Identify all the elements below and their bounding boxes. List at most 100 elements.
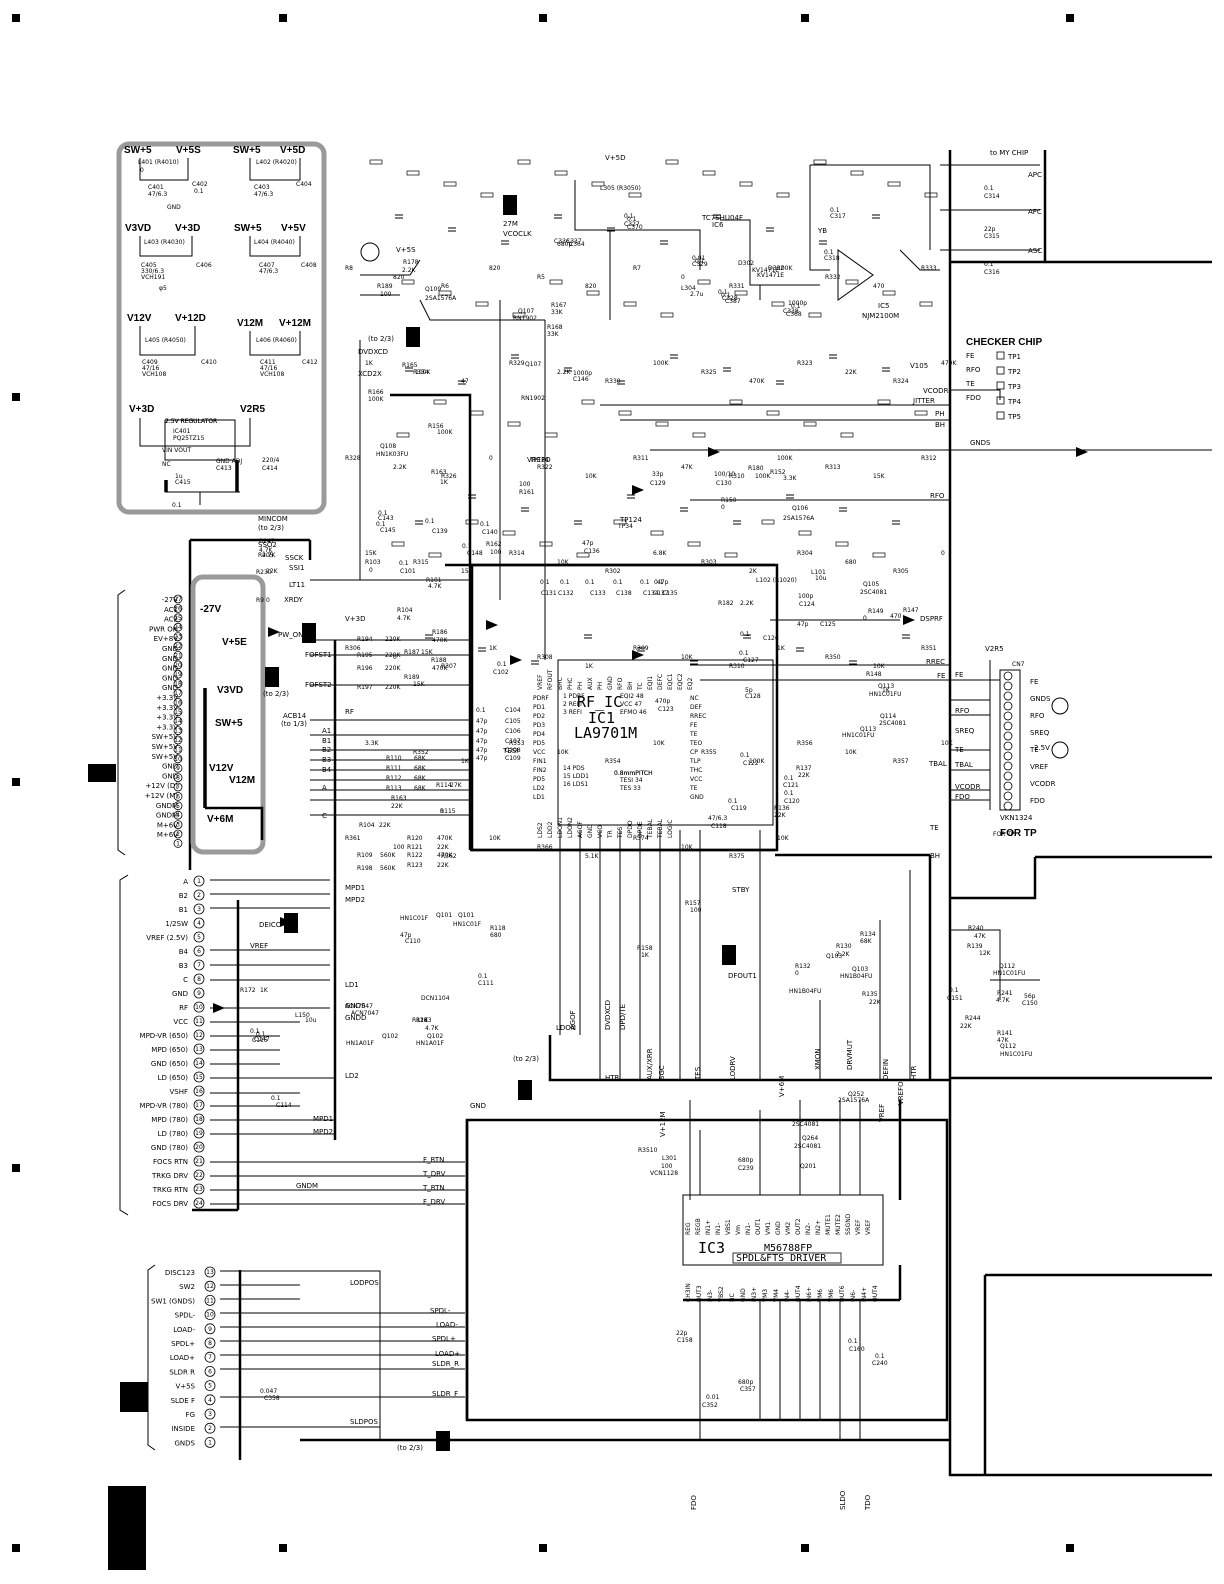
signal-wire xyxy=(720,219,820,286)
component-label: 680 xyxy=(845,559,857,566)
tp-connector-pin xyxy=(1003,761,1013,771)
component-label: R141 xyxy=(997,1030,1013,1037)
pickup-connector-pin xyxy=(193,973,205,985)
component-label: C357 xyxy=(740,1386,756,1393)
component-label: 22p xyxy=(676,1330,688,1337)
ic3-pin-top: IN1+ xyxy=(705,1220,712,1235)
component-label: 680p xyxy=(738,1379,753,1386)
pickup-connector-pin-label: B2 xyxy=(179,892,188,900)
power-connector-pin-number: 14 xyxy=(174,718,182,725)
resistor-glyph xyxy=(613,519,627,525)
regulator-part-label: C414 xyxy=(262,465,278,472)
component-label: R104 xyxy=(359,822,375,829)
resistor-glyph xyxy=(369,159,383,165)
component-label: R121 xyxy=(407,844,423,851)
component-label: L304 xyxy=(681,285,696,292)
resistor-glyph xyxy=(665,159,679,165)
motor-connector-pin xyxy=(204,1337,216,1349)
ic1-pin-right: TE xyxy=(689,731,698,738)
ic1-pin: EFMO 46 xyxy=(620,709,647,716)
registration-mark xyxy=(801,14,809,22)
component-label: R362 xyxy=(441,853,457,860)
component-label: Q103 xyxy=(826,953,842,960)
net-label: DVDXCD xyxy=(358,348,388,356)
power-connector-pin xyxy=(173,688,183,698)
component-label: C101 xyxy=(400,568,416,575)
component-label: 100 xyxy=(661,1163,673,1170)
component-label: 680p xyxy=(557,241,572,248)
component-label: 0 xyxy=(266,597,270,604)
component-label: 4.7K xyxy=(397,615,412,622)
power-connector-pin xyxy=(173,641,183,651)
power-connector-pin-number: 10 xyxy=(174,756,182,763)
component-label: C240 xyxy=(872,1360,888,1367)
registration-mark xyxy=(1066,14,1074,22)
ic1-pin: 2 REFI xyxy=(563,701,582,708)
sheet-tag xyxy=(284,913,298,933)
resistor-glyph xyxy=(470,410,484,416)
flow-arrow xyxy=(213,1003,225,1013)
component-label: 47p xyxy=(476,728,488,735)
pickup-connector-bracket xyxy=(119,874,129,1216)
component-label: 1K xyxy=(461,758,470,765)
net-label: A xyxy=(322,784,327,792)
component-label: HN1C01FU xyxy=(1000,1051,1032,1058)
component-label: 10K xyxy=(941,740,954,747)
pickup-connector-pin-number: 1 xyxy=(197,878,201,885)
component-label: 0 xyxy=(681,274,685,281)
component-label: C150 xyxy=(1022,1000,1038,1007)
component-label: 1000p xyxy=(788,300,807,307)
motor-connector-pin-number: 1 xyxy=(208,1439,212,1446)
component-label: L102 (R1020) xyxy=(756,577,797,584)
component-label: 47p xyxy=(657,579,669,586)
checker-test-point xyxy=(996,366,1005,375)
power-connector-pin-number: 20 xyxy=(174,662,182,669)
resistor-glyph xyxy=(813,159,827,165)
net-label: AUX/XRR xyxy=(646,1048,654,1080)
ic5-opamp xyxy=(837,249,874,301)
component-label: R3510 xyxy=(638,1147,658,1154)
component-label: R334 xyxy=(413,369,429,376)
component-label: R7 xyxy=(633,265,641,272)
component-label: HN1C01FU xyxy=(993,970,1025,977)
power-connector-pin xyxy=(173,745,183,754)
resistor-glyph xyxy=(687,541,701,547)
component-label: R8 xyxy=(345,265,353,272)
wiring xyxy=(188,150,1212,1477)
regulator-wire xyxy=(139,418,251,447)
ic6-ref: IC6 xyxy=(712,221,724,229)
component-label: R241 xyxy=(997,990,1013,997)
motor-connector-pin-number: 4 xyxy=(208,1397,212,1404)
component-label: C318 xyxy=(824,255,840,262)
component-label: R357 xyxy=(893,758,909,765)
component-label: 10K xyxy=(557,749,570,756)
component-label: L301 xyxy=(662,1155,677,1162)
component-label: C328 xyxy=(722,295,738,302)
net-label: V+5S xyxy=(396,246,416,254)
ic3-pin-top: SSGND xyxy=(845,1213,852,1235)
component-label: R244 xyxy=(965,1015,981,1022)
component-label: 100 xyxy=(519,481,531,488)
ic1-pin-top: TC xyxy=(637,682,644,691)
power-connector-pin-label: PWR ON xyxy=(149,625,178,633)
component-label: 47p xyxy=(400,932,412,939)
ic1-pin-top: DEFC xyxy=(657,674,664,690)
pickup-connector-pin xyxy=(193,1057,205,1069)
signal-wire xyxy=(574,180,701,270)
component-label: TP124 xyxy=(529,457,549,464)
resistor-glyph xyxy=(776,192,790,198)
component-label: 68K xyxy=(860,938,873,945)
net-label: LODRV xyxy=(729,1056,737,1080)
ic1-pin: 0.8mmPITCH xyxy=(614,770,653,777)
component-label: R6 xyxy=(441,283,449,290)
registration-mark xyxy=(279,14,287,22)
resistor-glyph xyxy=(845,279,859,285)
motor-connector-pin xyxy=(204,1408,216,1420)
net-label: DEICO xyxy=(259,921,282,929)
pickup-connector-pin xyxy=(193,1127,205,1139)
net-label: RF xyxy=(345,708,354,716)
ic1-pin: VCC 47 xyxy=(620,701,642,708)
ic1-pin-top: RFO xyxy=(617,677,624,690)
net-label: VREF xyxy=(250,942,268,950)
ic1-pin-right: THC xyxy=(689,767,702,774)
